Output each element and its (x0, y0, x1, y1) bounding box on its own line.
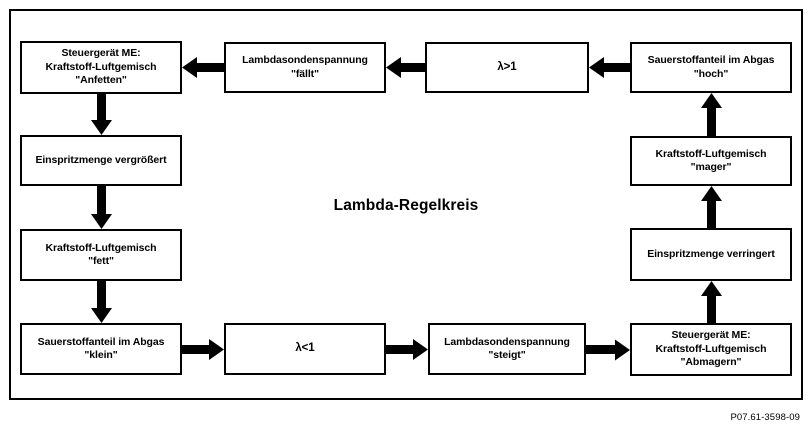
node-lambda-kleiner-1: λ<1 (224, 323, 386, 375)
node-label-line: "klein" (84, 349, 118, 361)
arrow-fett-to-klein (87, 277, 116, 327)
node-label-line: Sauerstoffanteil im Abgas (37, 335, 165, 348)
arrow-faellt-to-anfetten (178, 53, 228, 82)
node-label-line: "fett" (88, 255, 114, 267)
node-label-line: "Anfetten" (75, 74, 127, 87)
node-lambdasonde-faellt: Lambdasondenspannung"fällt" (224, 42, 386, 93)
node-steuergeraet-anfetten: Steuergerät ME:Kraftstoff-Luftgemisch"An… (20, 41, 182, 94)
node-label-line: Einspritzmenge vergrößert (35, 153, 167, 166)
node-label-line: λ>1 (497, 60, 517, 73)
node-lambda-groesser-1: λ>1 (425, 42, 589, 93)
arrow-abmagern-to-verringert (697, 277, 726, 327)
arrow-lambda-groesser-to-faellt (382, 53, 429, 82)
node-label-line: Lambdasondenspannung (444, 335, 570, 348)
node-label-line: Steuergerät ME: (671, 329, 751, 342)
node-label-line: Kraftstoff-Luftgemisch (655, 342, 767, 355)
arrow-anfetten-to-vergroessert (87, 90, 116, 139)
node-label-line: Kraftstoff-Luftgemisch (655, 147, 767, 160)
node-gemisch-mager: Kraftstoff-Luftgemisch"mager" (630, 136, 792, 186)
arrow-verringert-to-mager (697, 182, 726, 232)
node-label-line: "hoch" (693, 67, 729, 80)
node-gemisch-fett: Kraftstoff-Luftgemisch"fett" (20, 229, 182, 281)
node-label-line: "Abmagern" (680, 356, 742, 369)
arrow-steigt-to-abmagern (582, 335, 634, 364)
node-label-line: Sauerstoffanteil im Abgas (647, 54, 775, 66)
node-label-line: Lambdasondenspannung (242, 54, 368, 66)
node-einspritzmenge-vergroessert: Einspritzmenge vergrößert (20, 135, 182, 186)
node-steuergeraet-abmagern: Steuergerät ME:Kraftstoff-Luftgemisch"Ab… (630, 323, 792, 376)
node-lambdasonde-steigt: Lambdasondenspannung"steigt" (428, 323, 586, 375)
arrow-hoch-to-lambda-groesser (585, 53, 634, 82)
node-label-line: Einspritzmenge verringert (647, 247, 775, 260)
node-label-line: Steuergerät ME: (61, 47, 141, 60)
node-label-line: Kraftstoff-Luftgemisch (45, 241, 157, 254)
arrow-lambda-kleiner-to-steigt (382, 335, 432, 364)
arrow-vergroessert-to-fett (87, 182, 116, 233)
node-sauerstoff-hoch: Sauerstoffanteil im Abgas"hoch" (630, 42, 792, 93)
reference-code: P07.61-3598-09 (730, 412, 800, 423)
node-label-line: Kraftstoff-Luftgemisch (45, 60, 157, 73)
node-sauerstoff-klein: Sauerstoffanteil im Abgas"klein" (20, 323, 182, 375)
diagram-title: Lambda-Regelkreis (333, 197, 479, 214)
node-label-line: "fällt" (291, 67, 319, 80)
arrow-mager-to-hoch (697, 89, 726, 140)
node-label-line: "steigt" (488, 349, 526, 361)
arrow-klein-to-lambda-kleiner (178, 335, 228, 364)
node-label-line: λ<1 (295, 342, 315, 355)
node-einspritzmenge-verringert: Einspritzmenge verringert (630, 228, 792, 281)
node-label-line: "mager" (690, 161, 732, 173)
